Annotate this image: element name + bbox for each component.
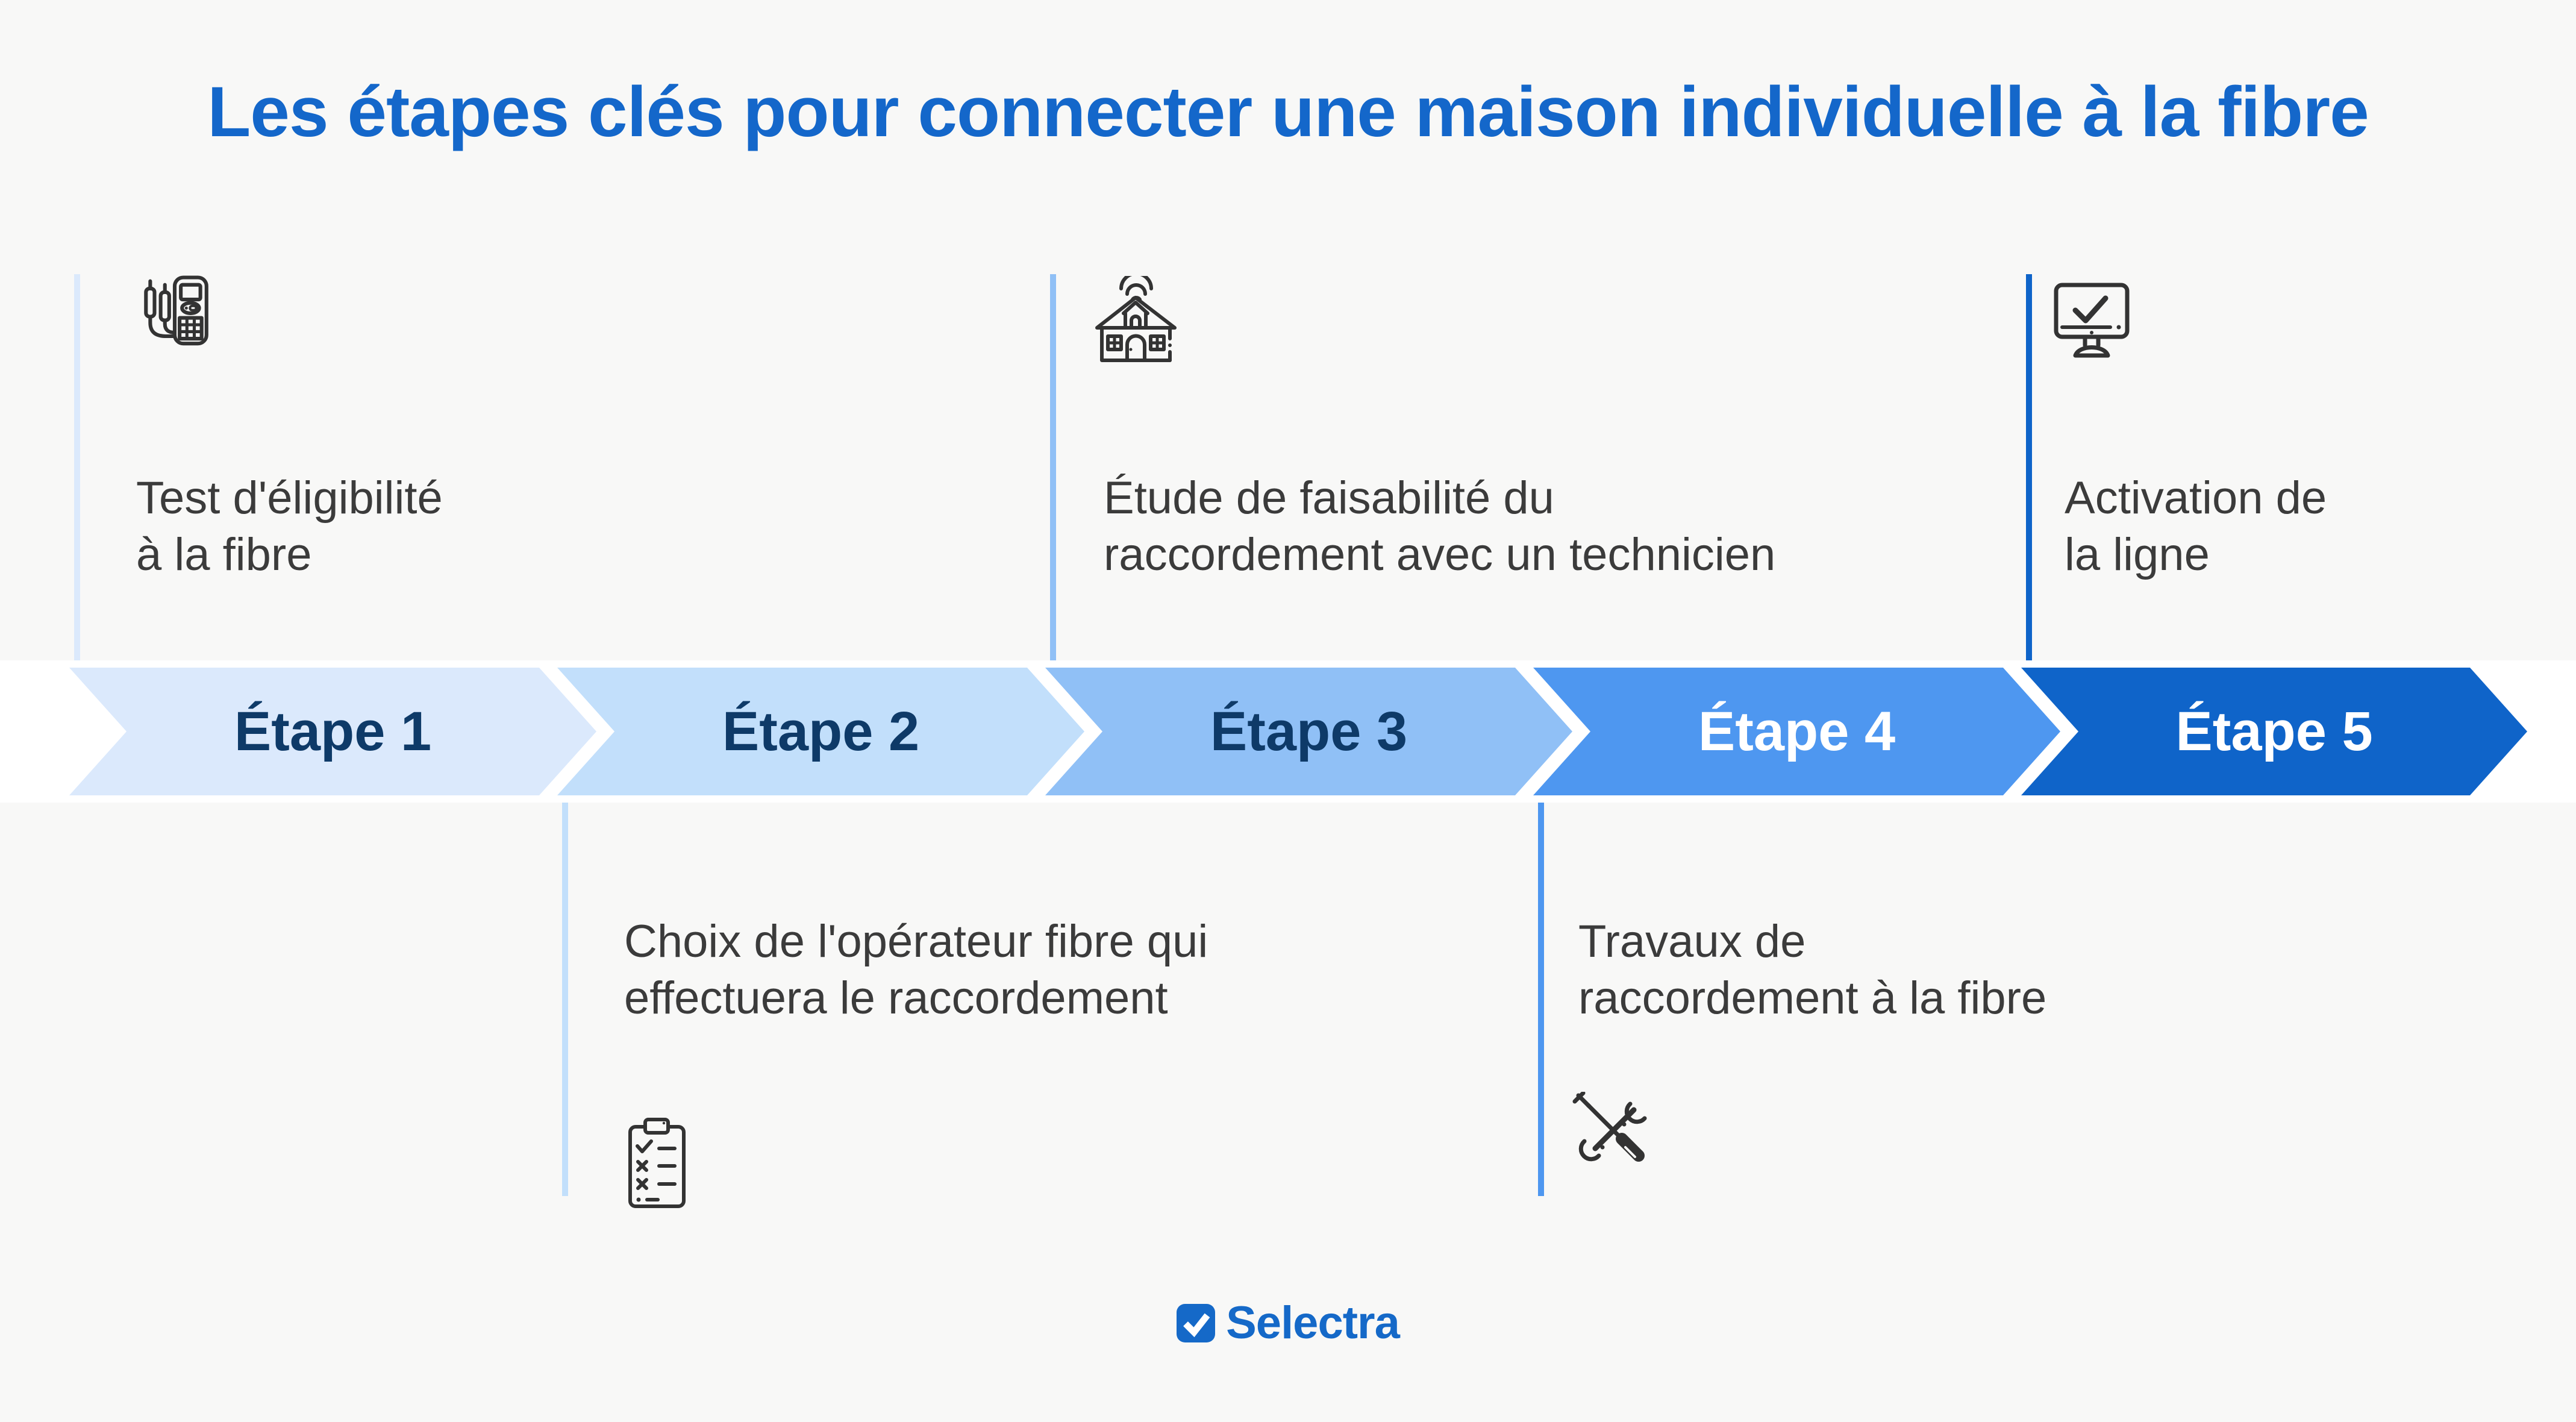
monitor-check-icon [2054, 283, 2130, 358]
selectra-logo-icon [1177, 1303, 1216, 1342]
step3-description: Étude de faisabilité du raccordement ave… [1104, 472, 1776, 580]
step5-description: Activation de la ligne [2065, 472, 2327, 580]
house-wifi-icon [1095, 276, 1177, 362]
step3-connector-line [1050, 274, 1056, 668]
label-etape-4: Étape 4 [1698, 701, 1896, 762]
chevron-etape-5 [2021, 668, 2527, 795]
step4-description: Travaux de raccordement à la fibre [1578, 916, 2047, 1024]
tools-icon [1572, 1092, 1647, 1162]
label-etape-5: Étape 5 [2175, 701, 2373, 762]
clipboard-checklist-icon [628, 1118, 686, 1208]
chevron-etape-2 [557, 668, 1084, 795]
chevron-etape-3 [1045, 668, 1572, 795]
multimeter-icon [144, 275, 208, 346]
selectra-wordmark: Selectra [1226, 1297, 1400, 1348]
step2-description: Choix de l'opérateur fibre qui effectuer… [624, 916, 1208, 1024]
label-etape-3: Étape 3 [1210, 701, 1408, 762]
step2-connector-line [562, 797, 568, 1196]
label-etape-1: Étape 1 [234, 701, 432, 762]
step1-description: Test d'éligibilité à la fibre [136, 472, 443, 580]
chevron-etape-1 [69, 668, 596, 795]
chevron-etape-4 [1533, 668, 2060, 795]
step1-connector-line [74, 274, 80, 668]
timeline-band [0, 660, 2576, 803]
page-title: Les étapes clés pour connecter une maiso… [207, 72, 2369, 152]
step5-connector-line [2026, 274, 2032, 668]
footer: Selectra [0, 1297, 2576, 1349]
step4-connector-line [1538, 797, 1544, 1196]
label-etape-2: Étape 2 [722, 701, 920, 762]
